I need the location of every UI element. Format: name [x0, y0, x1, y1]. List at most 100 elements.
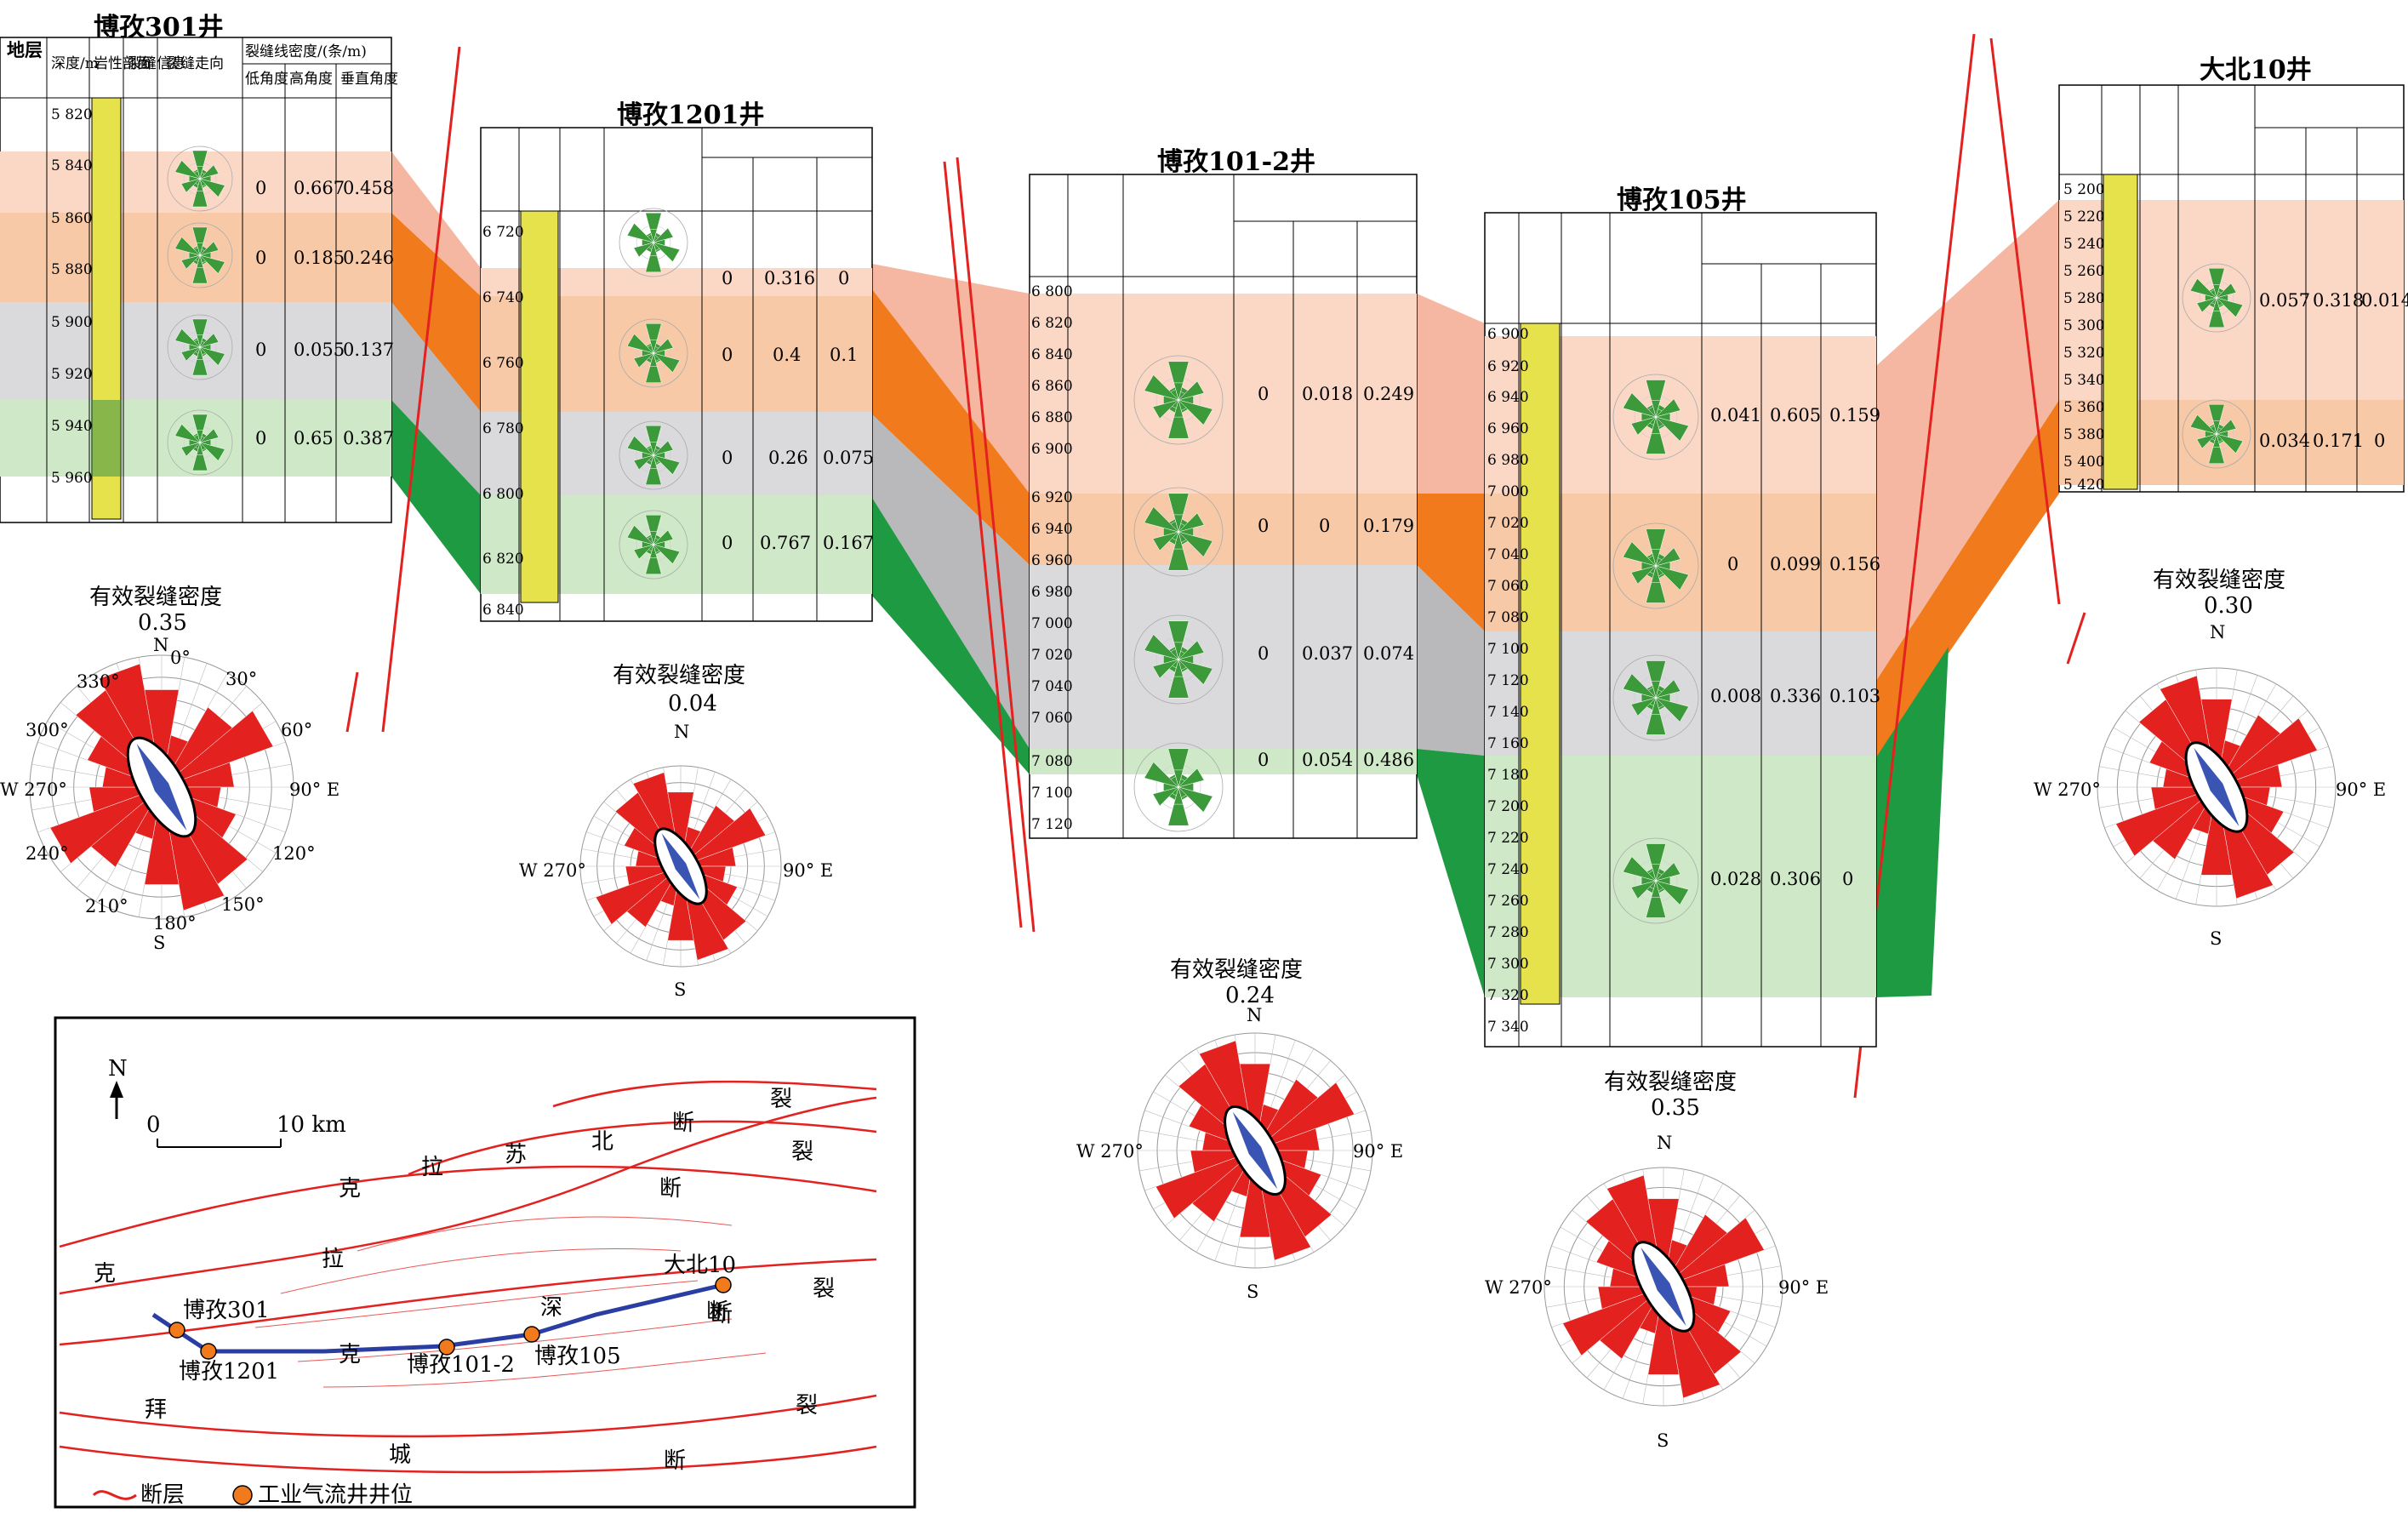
- rose-petal: [647, 446, 654, 456]
- svg-text:拉: 拉: [322, 1247, 344, 1272]
- depth-labels: 5 200 5 220 5 240 5 260 5 280 5 300 5 32…: [2063, 181, 2105, 494]
- rose-petal: [647, 344, 654, 354]
- svg-text:深度/m: 深度/m: [51, 55, 99, 72]
- rose-petal: [1655, 565, 1664, 577]
- band-seg4-w2w3: [872, 498, 1030, 774]
- svg-text:0: 0: [722, 345, 733, 365]
- svg-text:0.387: 0.387: [343, 428, 394, 448]
- svg-text:0.171: 0.171: [2313, 431, 2364, 451]
- rose-petal: [1167, 531, 1190, 571]
- svg-text:7 040: 7 040: [1487, 546, 1529, 563]
- rose-petal: [199, 442, 207, 451]
- svg-text:0.034: 0.034: [2259, 431, 2310, 451]
- svg-text:拜: 拜: [145, 1397, 167, 1423]
- svg-text:W 270°: W 270°: [519, 860, 586, 881]
- rose-petal: [2216, 433, 2223, 443]
- density-values: 0 0.018 0.249 0 0 0.179 0 0.037 0.074 0 …: [1258, 384, 1414, 770]
- density-values: 0 0.667 0.458 0 0.185 0.246 0 0.055 0.13…: [255, 178, 394, 448]
- svg-text:6 840: 6 840: [1031, 346, 1073, 363]
- svg-text:W 270°: W 270°: [1485, 1277, 1552, 1298]
- svg-text:5 420: 5 420: [2063, 477, 2105, 494]
- correlation-bands: [391, 151, 2059, 997]
- rose-petal: [1167, 748, 1190, 788]
- svg-text:W 270°: W 270°: [0, 779, 67, 800]
- rose-petal: [2216, 433, 2244, 454]
- rose-petal: [1622, 392, 1657, 418]
- rose-petal: [1646, 697, 1666, 735]
- rose-petal: [174, 237, 201, 256]
- well-bozi105: 博孜105井 6 900 6 920 6 940 6 960 6 980 7 0…: [1484, 186, 1880, 1048]
- rose-petal: [647, 233, 654, 243]
- svg-text:6 940: 6 940: [1031, 521, 1073, 538]
- svg-text:7 280: 7 280: [1487, 924, 1529, 941]
- svg-text:0.054: 0.054: [1302, 750, 1353, 770]
- rose-petal: [1178, 786, 1213, 813]
- svg-text:高角度: 高角度: [289, 71, 333, 88]
- svg-text:7 080: 7 080: [1031, 753, 1073, 770]
- svg-text:0: 0: [1258, 516, 1269, 536]
- map-faults: [59, 1080, 877, 1474]
- svg-text:0.04: 0.04: [668, 691, 717, 717]
- svg-text:240°: 240°: [26, 843, 69, 864]
- svg-text:博孜1201: 博孜1201: [179, 1359, 279, 1385]
- rose-petal: [1167, 493, 1190, 533]
- svg-text:0.008: 0.008: [1710, 686, 1761, 706]
- svg-text:90° E: 90° E: [1353, 1141, 1403, 1162]
- band-seg3-w1w2: [391, 302, 481, 495]
- svg-text:断: 断: [706, 1299, 728, 1325]
- svg-text:0.316: 0.316: [764, 268, 815, 288]
- svg-text:博孜105井: 博孜105井: [1617, 186, 1747, 215]
- rose-4: 有效裂缝密度 0.35 N S 90° E W 270°: [1485, 1070, 1829, 1451]
- svg-text:5 340: 5 340: [2063, 372, 2105, 389]
- rose-petal: [1167, 659, 1190, 699]
- well-dabei10: 大北10井 5 200 5 220 5 240 5 260 5 280 5 30…: [2058, 55, 2408, 494]
- rose-petal: [1647, 870, 1657, 882]
- svg-text:0: 0: [1258, 750, 1269, 770]
- svg-text:苏: 苏: [505, 1142, 527, 1168]
- svg-text:0.4: 0.4: [773, 345, 801, 365]
- rose-petal: [2189, 414, 2217, 435]
- svg-text:0.028: 0.028: [1710, 869, 1761, 889]
- rose-petal: [174, 328, 201, 348]
- rose-petal: [626, 524, 654, 545]
- svg-text:断: 断: [710, 1302, 733, 1327]
- svg-text:地层: 地层: [7, 39, 43, 60]
- svg-text:7 080: 7 080: [1487, 609, 1529, 626]
- svg-text:7 040: 7 040: [1031, 678, 1073, 695]
- svg-text:10 km: 10 km: [277, 1112, 346, 1138]
- svg-text:0.306: 0.306: [1770, 869, 1821, 889]
- rose-petal: [653, 454, 681, 476]
- svg-text:0.014: 0.014: [2361, 290, 2408, 311]
- rose-petal: [645, 352, 662, 384]
- svg-text:断: 断: [659, 1176, 682, 1202]
- svg-text:博孜301: 博孜301: [183, 1298, 270, 1323]
- rose-petal: [653, 544, 660, 554]
- svg-text:低角度: 低角度: [245, 71, 288, 88]
- rose-petal: [1655, 416, 1664, 428]
- rose-petal: [199, 178, 225, 197]
- rose-petal: [645, 544, 662, 575]
- rose-petal: [1646, 528, 1666, 567]
- section-line: [151, 1282, 724, 1354]
- density-values: 0 0.316 0 0 0.4 0.1 0 0.26 0.075 0 0.767…: [722, 268, 874, 553]
- svg-text:0.336: 0.336: [1770, 686, 1821, 706]
- rose-petal: [1655, 697, 1690, 722]
- svg-text:6 980: 6 980: [1031, 584, 1073, 601]
- rose-1: 有效裂缝密度 0.35 N S 90° E W 270° 0° 30° 60° …: [0, 585, 340, 953]
- rose-petal: [1622, 856, 1657, 882]
- rose-petal: [1170, 776, 1179, 788]
- svg-text:断: 断: [672, 1110, 694, 1136]
- svg-text:6 940: 6 940: [1487, 389, 1529, 406]
- svg-text:N: N: [674, 722, 689, 742]
- svg-text:7 000: 7 000: [1031, 615, 1073, 632]
- svg-text:90° E: 90° E: [783, 860, 833, 881]
- rose-petal: [193, 339, 201, 348]
- svg-text:5 400: 5 400: [2063, 454, 2105, 471]
- depth-labels: 6 900 6 920 6 940 6 960 6 980 7 000 7 02…: [1487, 326, 1529, 1036]
- svg-text:S: S: [2210, 928, 2222, 949]
- rose-petal: [2208, 297, 2225, 328]
- svg-text:5 280: 5 280: [2063, 290, 2105, 307]
- rose-petal: [1655, 565, 1690, 591]
- svg-text:5 880: 5 880: [51, 261, 93, 278]
- rose-petal: [1178, 786, 1187, 798]
